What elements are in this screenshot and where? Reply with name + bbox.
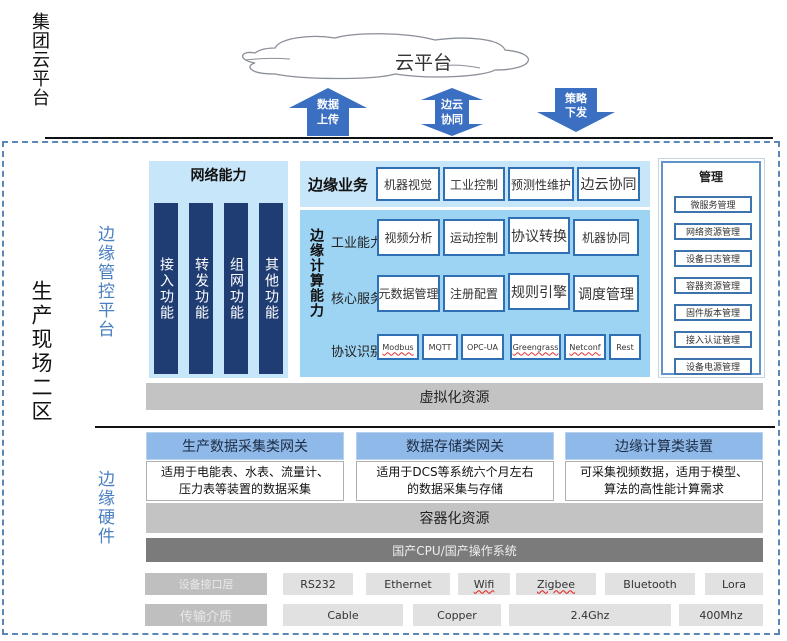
cloud-shape [241,33,529,80]
desc-line: 的数据采集与存储 [406,482,503,496]
edge-cloud-sync-arrow: 边云 协同 [421,88,499,136]
group-cloud-label: 集团云平台 [29,12,50,107]
protocol-item: Modbus [377,334,419,360]
protocol-item: Rest [609,334,641,360]
data-upload-arrow: 数据 上传 [289,88,367,136]
hardware-category-desc: 适用于电能表、水表、流量计、 压力表等装置的数据采集 [146,461,344,501]
domestic-cpu-os-bar: 国产CPU/国产操作系统 [146,538,763,562]
arrow-down-icon [537,88,615,132]
arrow-label-line1: 数据 [317,98,339,111]
arrow-label-line2: 协同 [441,113,463,126]
protocol-item: OPC-UA [461,334,504,360]
arrow-label-line2: 上传 [317,113,339,126]
desc-line: 算法的高性能计算需求 [603,482,724,496]
desc-line: 适用于DCS等系统六个月左右 [376,465,534,479]
interface-layer-label: 设备接口层 [145,573,267,595]
edge-mgmt-platform-label: 边缘管控平台 [94,225,114,339]
arrow-label-line1: 边云 [441,98,463,111]
medium-layer-label: 传输介质 [145,604,267,626]
policy-dispatch-arrow: 策略 下发 [537,88,615,136]
container-resources-bar: 容器化资源 [146,503,763,533]
arrow-label-line1: 策略 [565,92,587,105]
edge-business-block: 边缘业务 机器视觉 工业控制 预测性维护 边云协同 [300,161,650,207]
edge-hardware-label: 边缘硬件 [94,470,114,546]
medium-item: Copper [413,604,501,626]
network-function-label: 转发功能 [193,256,209,321]
management-item: 容器资源管理 [674,277,752,294]
compute-item: 机器协同 [573,219,639,256]
interface-item: Wifi [458,573,510,595]
network-function-access: 接入功能 [154,203,178,374]
network-function-forward: 转发功能 [189,203,213,374]
management-title: 管理 [698,170,723,184]
protocol-item: MQTT [422,334,458,360]
interface-item: Bluetooth [605,573,695,595]
network-capability-title: 网络能力 [190,168,247,184]
production-site-label: 生产现场二区 [29,280,53,424]
edge-business-title: 边缘业务 [308,176,369,194]
management-item: 接入认证管理 [674,331,752,348]
virtualization-resources-bar: 虚拟化资源 [146,383,763,410]
compute-item: 规则引擎 [508,273,570,310]
compute-item: 元数据管理 [377,275,440,312]
cloud-separator-line [45,137,773,139]
management-item: 固件版本管理 [674,304,752,321]
network-function-networking: 组网功能 [224,203,248,374]
network-function-other: 其他功能 [259,203,283,374]
medium-item: Cable [283,604,403,626]
desc-line: 适用于电能表、水表、流量计、 [160,465,329,479]
compute-row-label: 协议识别 [331,345,384,360]
compute-row-label: 工业能力 [331,236,384,251]
management-item: 设备电源管理 [674,358,752,375]
network-function-label: 组网功能 [228,256,244,321]
hardware-category-title: 边缘计算类装置 [565,432,763,460]
business-item: 边云协同 [577,167,640,201]
cloud-platform-label: 云平台 [395,52,453,74]
compute-item: 协议转换 [508,217,570,254]
hardware-category-desc: 可采集视频数据，适用于模型、 算法的高性能计算需求 [565,461,763,501]
compute-item: 视频分析 [377,219,440,256]
compute-item: 调度管理 [573,275,639,312]
medium-item: 2.4Ghz [509,604,671,626]
business-item: 机器视觉 [376,167,440,201]
business-item: 工业控制 [443,167,505,201]
edge-compute-block: 边缘计算能力 工业能力 视频分析 运动控制 协议转换 机器协同 核心服务 元数据… [300,210,650,377]
arrow-up-icon [289,88,367,136]
network-function-label: 接入功能 [158,256,174,321]
interface-item: RS232 [283,573,353,595]
compute-item: 运动控制 [443,219,505,256]
compute-item: 注册配置 [443,275,505,312]
hardware-separator-line [95,426,775,428]
arrow-updown-icon [421,88,483,136]
business-item: 预测性维护 [508,167,574,201]
edge-compute-title: 边缘计算能力 [308,228,324,318]
interface-item: Lora [705,573,763,595]
management-item: 设备日志管理 [674,250,752,267]
protocol-item: Greengrass [510,334,561,360]
hardware-category-title: 数据存储类网关 [356,432,554,460]
management-item: 网络资源管理 [674,223,752,240]
medium-item: 400Mhz [679,604,763,626]
arrow-label-line2: 下发 [565,106,587,119]
hardware-category-title: 生产数据采集类网关 [146,432,344,460]
management-block: 管理 微服务管理 网络资源管理 设备日志管理 容器资源管理 固件版本管理 接入认… [661,161,761,375]
management-item: 微服务管理 [674,196,752,213]
desc-line: 可采集视频数据，适用于模型、 [579,465,748,479]
interface-item: Ethernet [366,573,450,595]
compute-row-label: 核心服务 [331,292,384,307]
hardware-category-desc: 适用于DCS等系统六个月左右 的数据采集与存储 [356,461,554,501]
interface-item: Zigbee [516,573,596,595]
network-capability-block: 网络能力 接入功能 转发功能 组网功能 其他功能 [149,161,288,378]
desc-line: 压力表等装置的数据采集 [178,482,311,496]
production-site-frame [2,141,780,635]
protocol-item: Netconf [564,334,606,360]
network-function-label: 其他功能 [263,256,279,321]
